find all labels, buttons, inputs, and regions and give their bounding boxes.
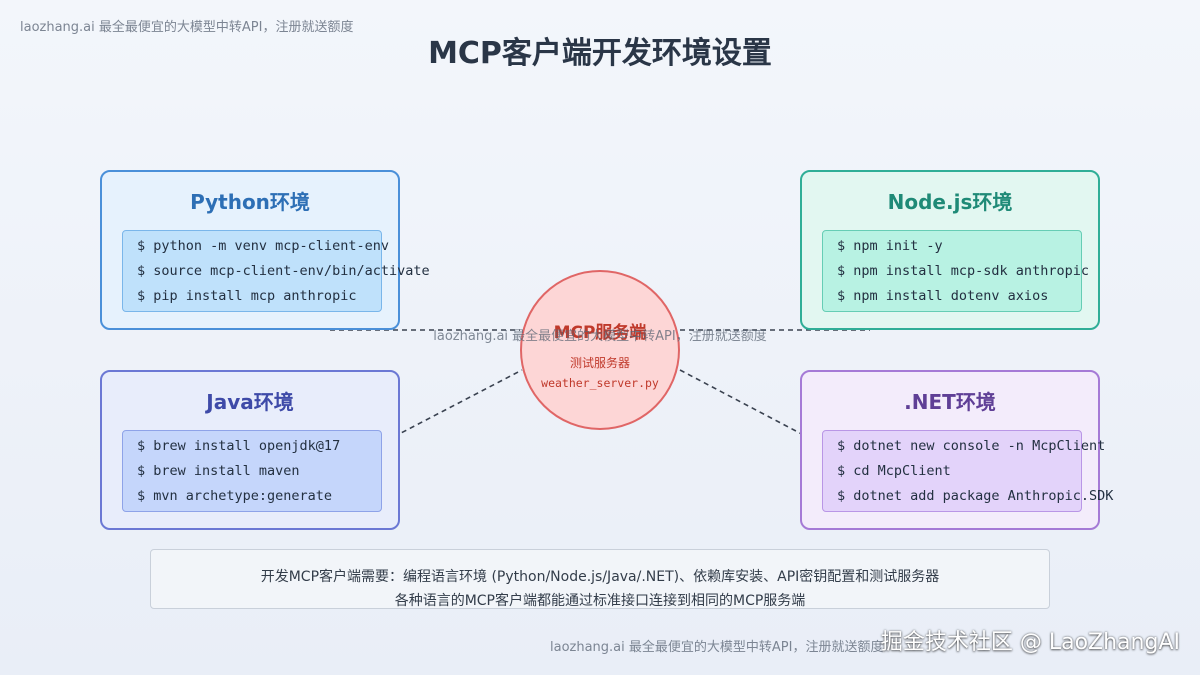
node-code-block: $ npm init -y $ npm install mcp-sdk anth…: [822, 230, 1089, 312]
server-title: MCP服务端: [553, 323, 647, 343]
python-command: $ python -m venv mcp-client-env: [137, 238, 389, 254]
node-command: $ npm init -y: [837, 238, 943, 254]
python-command: $ pip install mcp anthropic: [137, 288, 357, 304]
page-title: MCP客户端开发环境设置: [428, 36, 772, 71]
dotnet-code-block: $ dotnet new console -n McpClient $ cd M…: [822, 430, 1113, 512]
server-filename: weather_server.py: [541, 376, 659, 390]
summary-box: 开发MCP客户端需要：编程语言环境 (Python/Node.js/Java/.…: [150, 549, 1050, 609]
node-command: $ npm install mcp-sdk anthropic: [837, 263, 1089, 279]
python-env-panel: Python环境 $ python -m venv mcp-client-env…: [100, 170, 430, 330]
dotnet-env-title: .NET环境: [904, 390, 996, 414]
dotnet-command: $ dotnet new console -n McpClient: [837, 438, 1106, 454]
watermark-middle: laozhang.ai 最全最便宜的大模型中转API，注册就送额度: [433, 329, 767, 344]
node-env-title: Node.js环境: [887, 190, 1013, 214]
dotnet-command: $ cd McpClient: [837, 463, 951, 479]
java-code-block: $ brew install openjdk@17 $ brew install…: [122, 430, 382, 512]
watermark-juejin: 掘金技术社区 @ LaoZhangAI: [880, 630, 1180, 655]
java-command: $ mvn archetype:generate: [137, 488, 333, 504]
mcp-server-node: MCP服务端 测试服务器 weather_server.py: [520, 270, 680, 430]
python-command: $ source mcp-client-env/bin/activate: [137, 263, 430, 279]
watermark-top: laozhang.ai 最全最便宜的大模型中转API，注册就送额度: [20, 20, 354, 35]
dotnet-command: $ dotnet add package Anthropic.SDK: [837, 488, 1114, 504]
python-code-block: $ python -m venv mcp-client-env $ source…: [122, 230, 430, 312]
summary-line-1: 开发MCP客户端需要：编程语言环境 (Python/Node.js/Java/.…: [260, 569, 940, 585]
java-command: $ brew install maven: [137, 463, 300, 479]
server-subtitle: 测试服务器: [569, 356, 630, 370]
node-env-panel: Node.js环境 $ npm init -y $ npm install mc…: [800, 170, 1100, 330]
watermark-bottom: laozhang.ai 最全最便宜的大模型中转API，注册就送额度: [550, 640, 884, 655]
java-command: $ brew install openjdk@17: [137, 438, 341, 454]
java-env-panel: Java环境 $ brew install openjdk@17 $ brew …: [100, 370, 400, 530]
node-command: $ npm install dotenv axios: [837, 288, 1049, 304]
dotnet-env-panel: .NET环境 $ dotnet new console -n McpClient…: [800, 370, 1113, 530]
java-env-title: Java环境: [206, 390, 294, 414]
python-env-title: Python环境: [190, 190, 310, 214]
summary-line-2: 各种语言的MCP客户端都能通过标准接口连接到相同的MCP服务端: [394, 593, 806, 609]
